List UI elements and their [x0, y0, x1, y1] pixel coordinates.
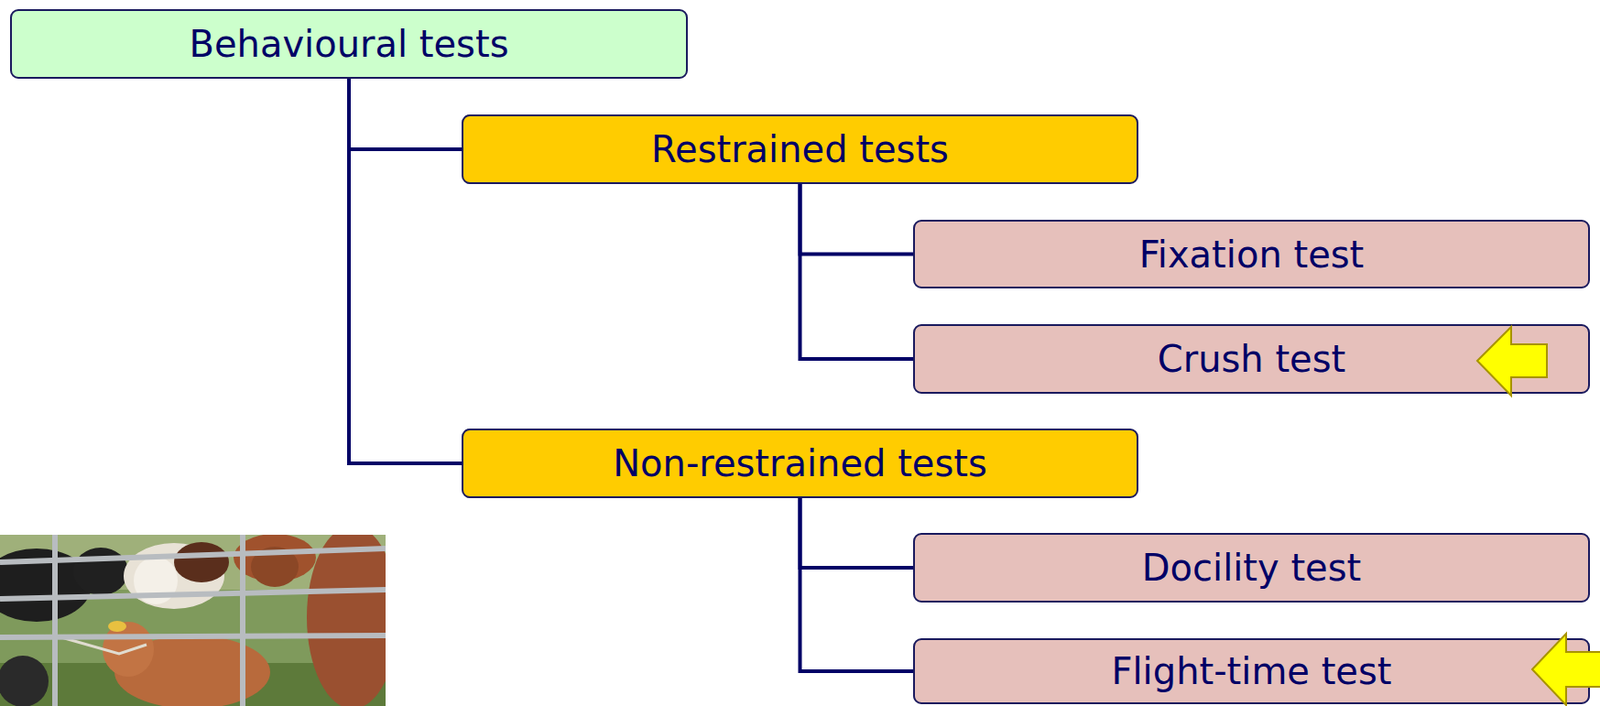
root-box: Behavioural tests	[10, 9, 688, 79]
box-label: Flight-time test	[1111, 651, 1393, 692]
tree-connector	[800, 184, 915, 255]
metal-gate	[0, 534, 386, 706]
dark-cow	[174, 542, 229, 583]
tree-connector	[800, 498, 915, 672]
test-box: Docility test	[913, 533, 1590, 603]
box-label: Behavioural tests	[189, 23, 510, 65]
red-cow	[306, 534, 386, 706]
black-cow-head	[73, 547, 129, 596]
tree-connector	[348, 78, 462, 464]
gate-bar	[0, 548, 386, 563]
box-label: Restrained tests	[651, 129, 949, 170]
box-label: Crush test	[1157, 338, 1346, 380]
test-box: Fixation test	[913, 219, 1590, 289]
gate-bar	[0, 635, 386, 638]
box-label: Non-restrained tests	[612, 443, 988, 484]
gate-bar	[0, 589, 386, 599]
test-box: Flight-time test	[913, 638, 1590, 705]
tree-connector	[348, 78, 462, 150]
gate-post	[239, 534, 246, 706]
ear-tag	[108, 620, 127, 632]
tyre	[0, 655, 49, 706]
category-box: Restrained tests	[461, 114, 1139, 185]
tree-connector	[800, 498, 915, 568]
cattle-photo	[0, 534, 386, 706]
calf-head	[102, 621, 154, 677]
category-box: Non-restrained tests	[461, 428, 1139, 499]
tree-connector	[800, 184, 915, 360]
box-label: Docility test	[1142, 547, 1362, 588]
test-box: Crush test	[913, 324, 1590, 394]
gate-post	[52, 534, 58, 706]
box-label: Fixation test	[1139, 234, 1365, 275]
